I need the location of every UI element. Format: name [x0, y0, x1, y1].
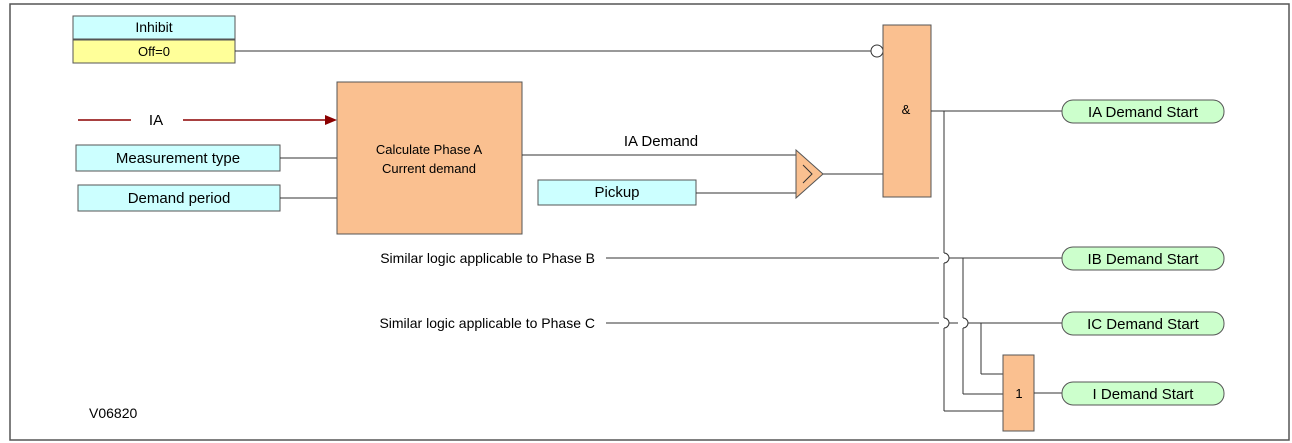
- ia-signal-label: IA: [149, 112, 163, 129]
- ia-demand-start-label: IA Demand Start: [1088, 104, 1199, 121]
- or-gate-label: 1: [1015, 386, 1022, 401]
- ib-demand-start-box: [1061, 246, 1225, 271]
- pickup-box: [537, 179, 697, 206]
- ia-demand-label: IA Demand: [624, 133, 698, 150]
- comparator-symbol: [802, 164, 813, 184]
- ic-demand-start-box: [1061, 311, 1225, 336]
- ic-demand-start-label: IC Demand Start: [1087, 316, 1200, 333]
- phase-c-note: Similar logic applicable to Phase C: [379, 315, 595, 331]
- calculate-block-line2: Current demand: [382, 161, 476, 176]
- and-gate: [882, 24, 932, 198]
- demand-period-label: Demand period: [128, 190, 231, 207]
- inhibit-label: Inhibit: [135, 19, 172, 35]
- calculate-block-line1: Calculate Phase A: [376, 142, 483, 157]
- demand-period-box: [77, 184, 281, 212]
- inhibit-value: Off=0: [138, 44, 170, 59]
- ia-tap-crossover-b: [943, 252, 950, 264]
- ib-tap-crossover: [962, 317, 969, 329]
- or-gate: [1002, 354, 1035, 432]
- measurement-type-label: Measurement type: [116, 150, 240, 167]
- ia-signal-arrowhead: [325, 115, 337, 125]
- inhibit-label-box: [72, 15, 236, 40]
- diagram-frame: [9, 3, 1290, 441]
- inhibit-invert-bubble: [870, 44, 884, 58]
- ib-demand-start-label: IB Demand Start: [1088, 251, 1200, 268]
- and-gate-label: &: [902, 102, 911, 117]
- calculate-demand-block: [336, 81, 523, 235]
- i-demand-start-label: I Demand Start: [1093, 386, 1195, 403]
- ia-tap-crossover-c: [943, 317, 950, 329]
- figure-id: V06820: [89, 405, 137, 421]
- phase-b-note: Similar logic applicable to Phase B: [380, 250, 595, 266]
- i-demand-start-box: [1061, 381, 1225, 406]
- comparator-block: [795, 148, 824, 200]
- pickup-label: Pickup: [594, 184, 639, 201]
- ia-demand-start-box: [1061, 99, 1225, 124]
